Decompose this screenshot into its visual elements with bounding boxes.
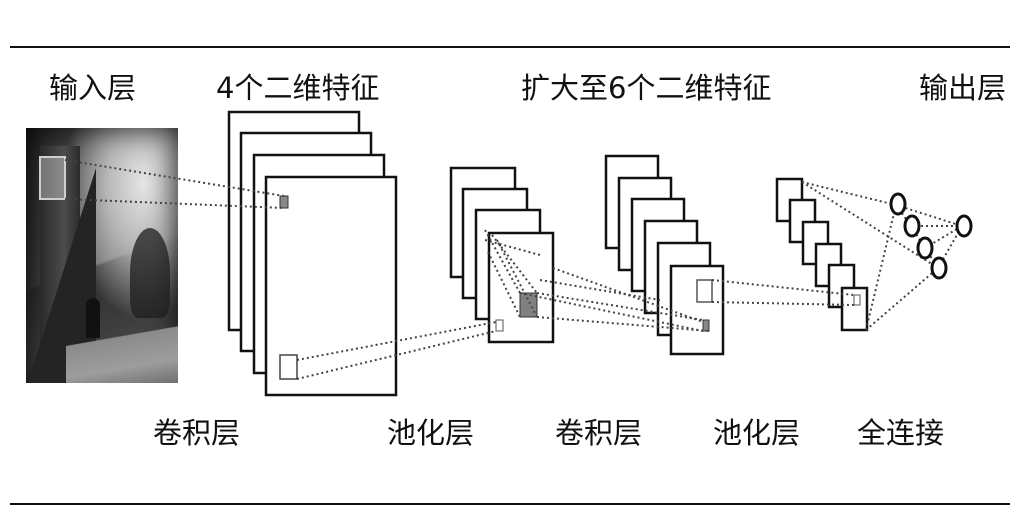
conv2-map-6 [669, 264, 725, 356]
conv2-filter-point [702, 319, 710, 332]
fc-neuron-3 [916, 236, 934, 260]
label-output-layer: 输出层 [919, 71, 1007, 105]
conv2-filter [519, 292, 538, 318]
label-pool-layer-2: 池化层 [713, 416, 801, 450]
pool1-small-window [495, 319, 504, 332]
label-conv-layer-2: 卷积层 [555, 416, 643, 450]
label-feature-maps-4: 4个二维特征 [216, 71, 380, 105]
label-conv-layer-1: 卷积层 [153, 416, 241, 450]
fc-neuron-1 [889, 192, 907, 216]
conv1-feature-maps [227, 110, 398, 397]
connection-lines [64, 159, 963, 380]
input-image [26, 128, 178, 383]
conv1-filter-point [279, 195, 289, 209]
pool1-feature-maps [449, 166, 555, 344]
pool2-feature-maps [775, 177, 869, 332]
bottom-rule [10, 503, 1010, 505]
pool2-map-6 [840, 286, 869, 332]
label-feature-maps-6: 扩大至6个二维特征 [521, 71, 772, 105]
conv1-pool-window [279, 354, 298, 380]
label-fully-connected: 全连接 [857, 416, 945, 450]
tree-shape [130, 228, 170, 318]
label-pool-layer-1: 池化层 [387, 416, 475, 450]
fc-neurons [889, 192, 948, 280]
fc-neuron-4 [930, 256, 948, 280]
input-receptive-field [39, 156, 66, 200]
top-rule [10, 46, 1010, 48]
output-neuron [955, 214, 973, 238]
label-input-layer: 输入层 [49, 71, 137, 105]
pool2-map-5 [827, 263, 856, 309]
conv2-pool-window [696, 279, 713, 303]
conv2-feature-maps [604, 154, 725, 356]
pool2-small-window [853, 294, 861, 306]
ground-shape [66, 313, 178, 383]
fc-neuron-2 [903, 214, 921, 238]
